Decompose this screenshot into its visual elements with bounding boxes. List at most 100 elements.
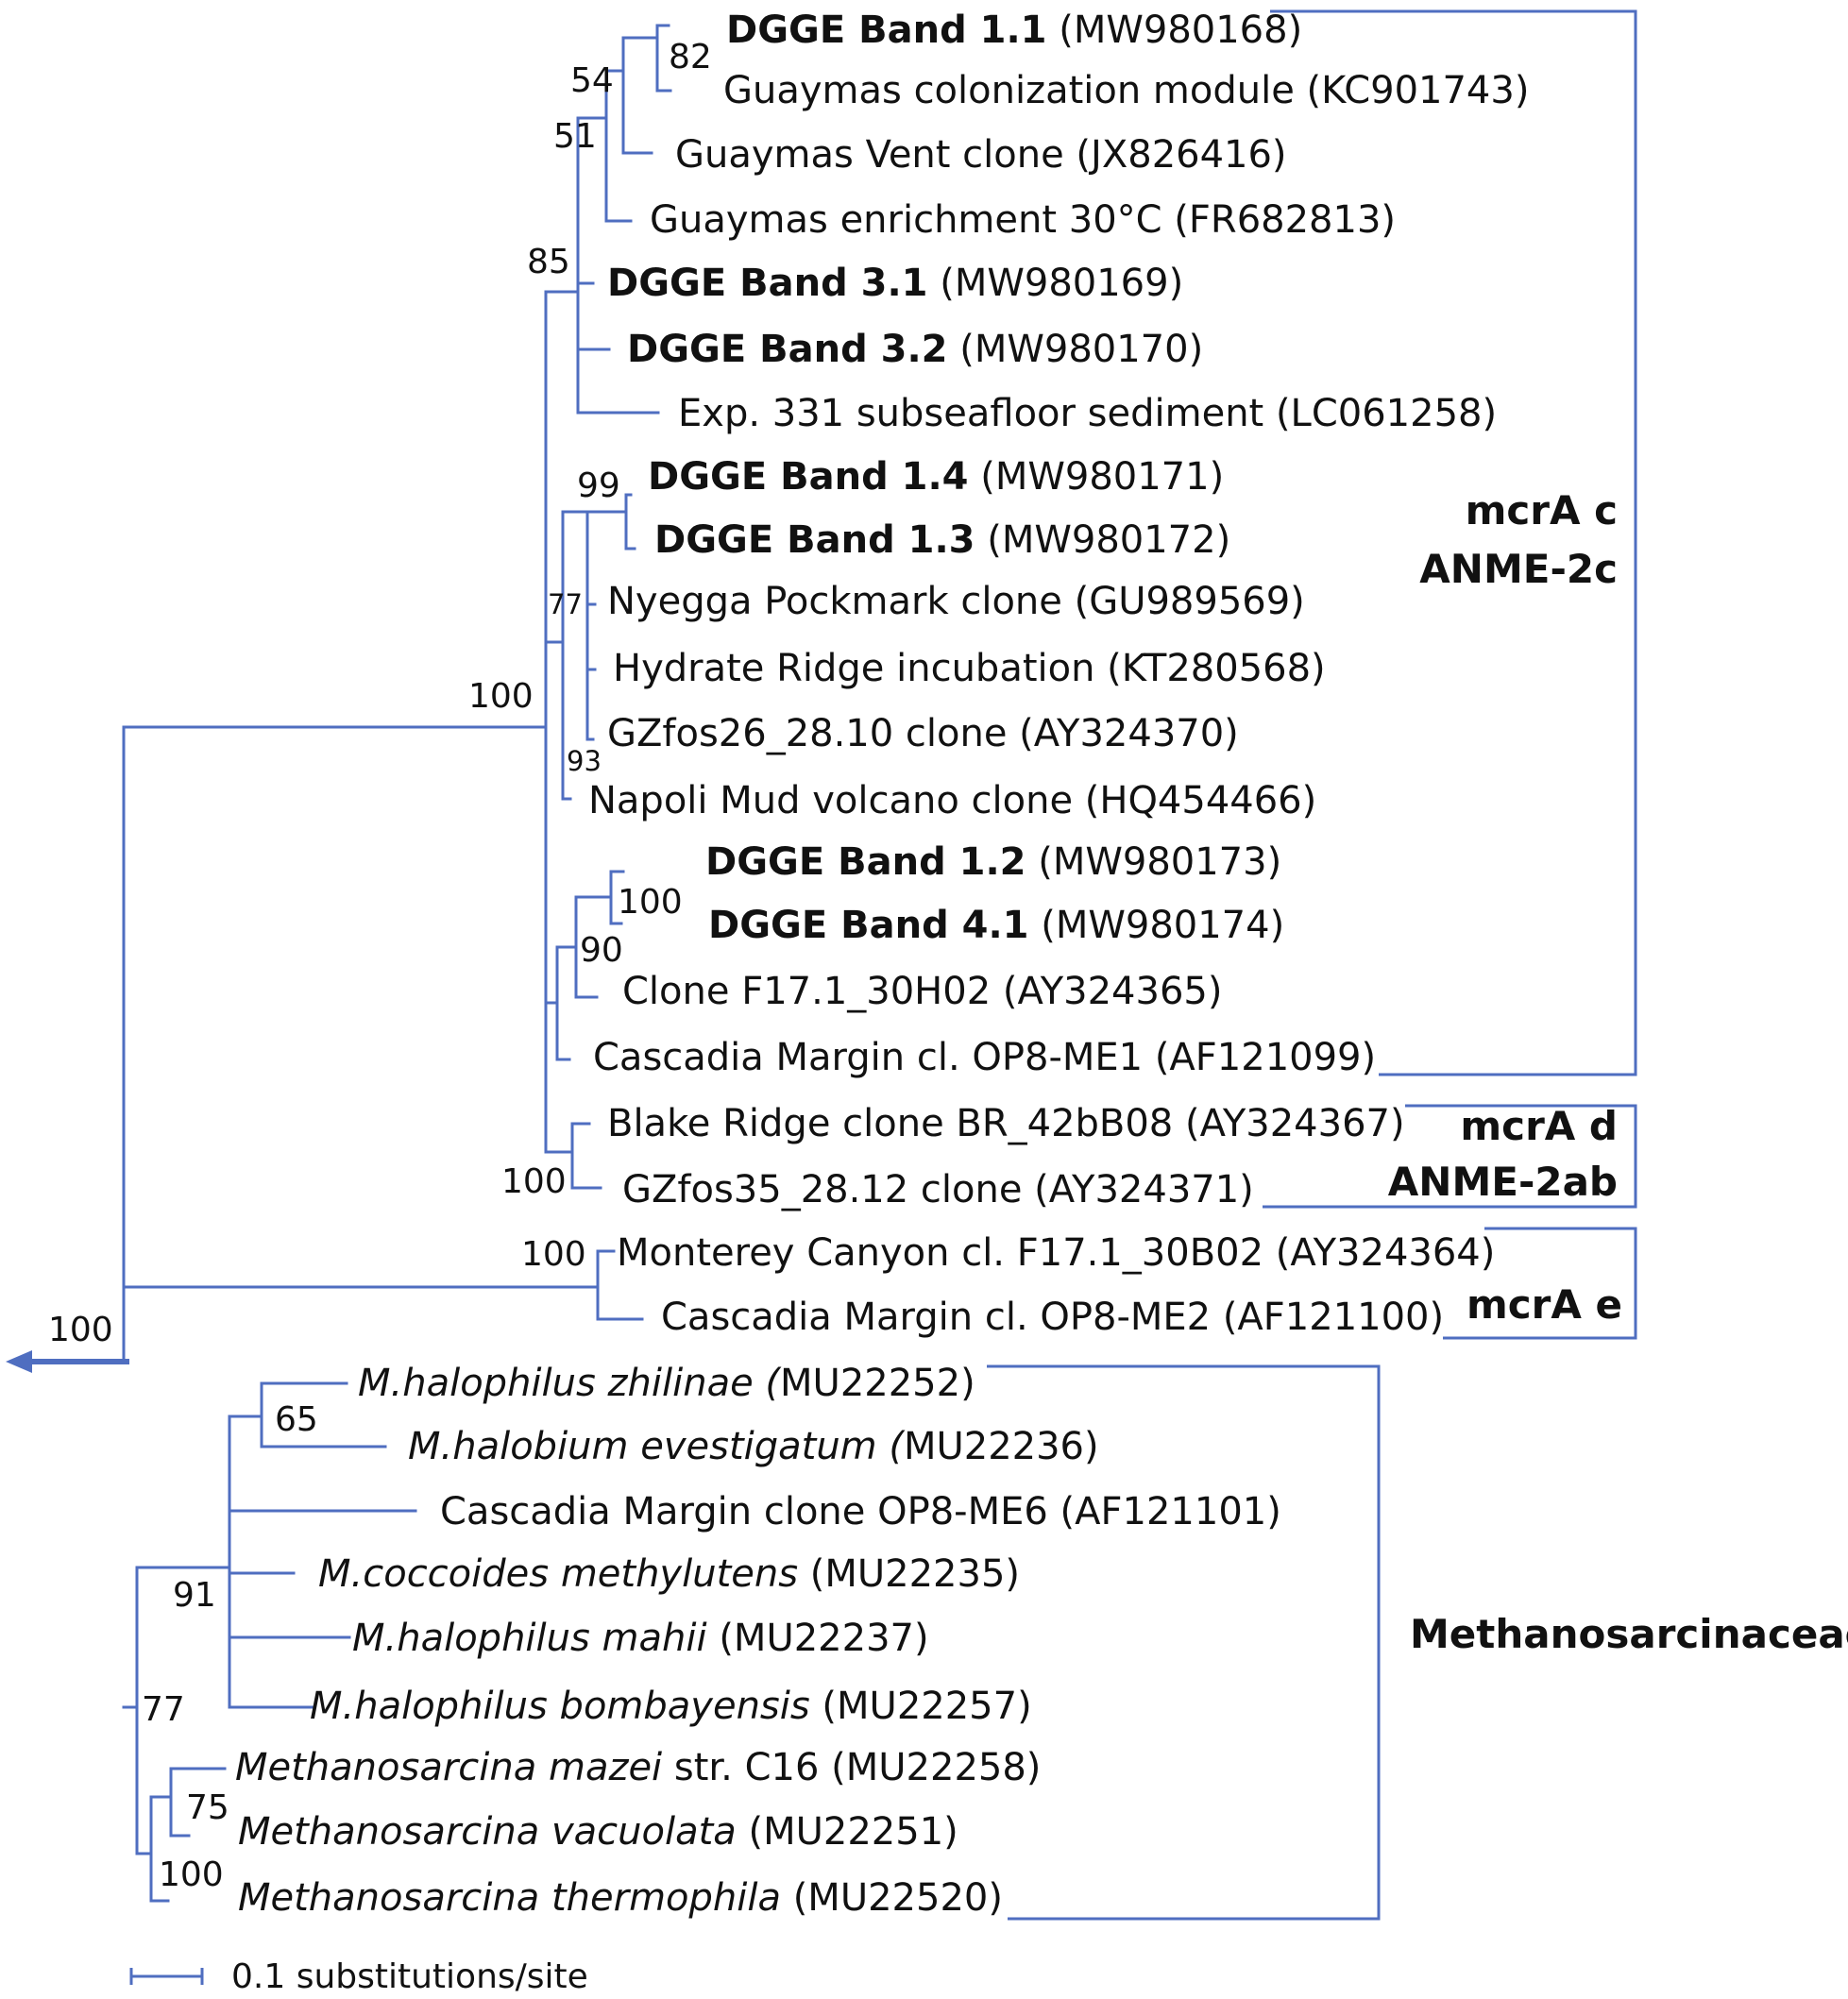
taxon-label: DGGE Band 3.2 (MW980170) <box>627 328 1203 371</box>
taxon-label-segment: Cascadia Margin clone OP8-ME6 (AF121101) <box>440 1490 1281 1533</box>
taxon-label-segment: (MU22520) <box>781 1876 1003 1920</box>
taxon-label: M.halophilus bombayensis (MU22257) <box>310 1685 1032 1728</box>
taxon-label-segment: Hydrate Ridge incubation (KT280568) <box>613 647 1326 690</box>
taxon-label-segment: (MU22237) <box>707 1617 929 1660</box>
taxon-label-segment: Methanosarcina vacuolata <box>238 1810 737 1854</box>
bootstrap-value: 85 <box>527 243 570 281</box>
taxon-label-segment: (MU22235) <box>798 1552 1020 1596</box>
taxon-label-segment: M.halophilus zhilinae ( <box>358 1362 782 1405</box>
taxon-label: Guaymas colonization module (KC901743) <box>723 69 1529 112</box>
bootstrap-values: 82 54 51 85 99 77 100 93 100 90 100 100 … <box>48 38 712 1894</box>
taxon-label: Napoli Mud volcano clone (HQ454466) <box>588 779 1316 822</box>
taxon-label-segment: DGGE Band 3.2 <box>627 328 948 371</box>
taxon-label-segment: (MW980174) <box>1029 904 1285 947</box>
taxon-label: DGGE Band 1.4 (MW980171) <box>648 455 1224 499</box>
root-arrow-icon <box>6 1350 32 1373</box>
scale-bar-label: 0.1 substitutions/site <box>231 1957 588 1996</box>
taxon-label: Monterey Canyon cl. F17.1_30B02 (AY32436… <box>617 1231 1495 1275</box>
taxon-label-segment: Methanosarcina mazei <box>235 1746 662 1789</box>
taxon-label: Guaymas Vent clone (JX826416) <box>675 133 1287 177</box>
taxon-label-segment: (MW980169) <box>928 262 1184 305</box>
taxon-label: Methanosarcina thermophila (MU22520) <box>238 1876 1003 1920</box>
taxon-label-segment: Monterey Canyon cl. F17.1_30B02 (AY32436… <box>617 1231 1495 1275</box>
taxon-label-segment: Exp. 331 subseafloor sediment (LC061258) <box>678 392 1497 435</box>
taxon-label: DGGE Band 1.2 (MW980173) <box>705 840 1281 884</box>
taxon-label-segment: M.halophilus mahii <box>352 1617 707 1660</box>
bootstrap-value: 99 <box>577 466 620 505</box>
taxon-label-segment: str. C16 (MU22258) <box>662 1746 1041 1789</box>
bracket-mcra-d <box>1263 1104 1637 1209</box>
taxon-label: M.halobium evestigatum (MU22236) <box>408 1425 1099 1468</box>
taxon-label-segment: DGGE Band 1.4 <box>648 455 969 499</box>
bootstrap-value: 90 <box>580 931 623 970</box>
taxon-label-segment: (MU22257) <box>810 1685 1032 1728</box>
bootstrap-value: 65 <box>275 1400 318 1439</box>
taxon-label-segment: (MU22251) <box>737 1810 958 1854</box>
taxon-label-segment: (MW980171) <box>969 455 1225 499</box>
taxon-label-segment: Blake Ridge clone BR_42bB08 (AY324367) <box>607 1102 1405 1145</box>
taxon-label: Methanosarcina vacuolata (MU22251) <box>238 1810 958 1854</box>
taxon-label: M.halophilus zhilinae (MU22252) <box>358 1362 975 1405</box>
group-label-anme-2c: ANME-2c <box>1419 546 1618 592</box>
bootstrap-value: 100 <box>159 1855 224 1894</box>
taxon-label: Cascadia Margin cl. OP8-ME1 (AF121099) <box>593 1036 1376 1079</box>
taxon-label-segment: Guaymas colonization module (KC901743) <box>723 69 1529 112</box>
bootstrap-value: 75 <box>186 1788 229 1827</box>
taxon-label-segment: M.halophilus bombayensis <box>310 1685 810 1728</box>
taxon-label-segment: M.halobium evestigatum ( <box>408 1425 906 1468</box>
bootstrap-value: 100 <box>521 1235 586 1274</box>
taxon-label: Guaymas enrichment 30°C (FR682813) <box>650 198 1396 242</box>
tree-branches <box>6 24 672 1903</box>
bracket-mcra-c <box>1270 9 1637 1076</box>
bootstrap-value: 77 <box>548 588 583 620</box>
taxon-label: Cascadia Margin clone OP8-ME6 (AF121101) <box>440 1490 1281 1533</box>
taxon-label: Hydrate Ridge incubation (KT280568) <box>613 647 1326 690</box>
taxon-label: GZfos26_28.10 clone (AY324370) <box>607 712 1239 755</box>
bracket-methanosarcinaceae <box>987 1364 1381 1921</box>
taxon-label-segment: Methanosarcina thermophila <box>238 1876 781 1920</box>
taxon-label-segment: DGGE Band 1.3 <box>654 518 975 562</box>
taxon-label-segment: DGGE Band 3.1 <box>607 262 928 305</box>
bracket-mcra-e <box>1443 1227 1637 1340</box>
taxon-label: GZfos35_28.12 clone (AY324371) <box>622 1168 1254 1211</box>
taxon-label: Methanosarcina mazei str. C16 (MU22258) <box>235 1746 1041 1789</box>
group-label-anme-2ab: ANME-2ab <box>1388 1159 1618 1205</box>
group-label-mcra-c: mcrA c <box>1466 487 1618 534</box>
taxon-label-segment: Guaymas enrichment 30°C (FR682813) <box>650 198 1396 242</box>
taxon-label-segment: (MW980173) <box>1026 840 1282 884</box>
group-label-mcra-d: mcrA d <box>1460 1103 1618 1149</box>
taxon-label: M.coccoides methylutens (MU22235) <box>318 1552 1020 1596</box>
group-label-methanosarcinaceae: Methanosarcinaceae <box>1410 1611 1848 1657</box>
bootstrap-value: 82 <box>669 38 712 76</box>
taxon-label: Cascadia Margin cl. OP8-ME2 (AF121100) <box>661 1296 1444 1339</box>
bootstrap-value: 93 <box>567 745 602 777</box>
taxon-label-segment: (MW980168) <box>1047 8 1303 52</box>
taxon-label-segment: Guaymas Vent clone (JX826416) <box>675 133 1287 177</box>
taxon-label-segment: MU22236) <box>904 1425 1099 1468</box>
group-labels: mcrA c ANME-2c mcrA d ANME-2ab mcrA e Me… <box>1388 487 1848 1657</box>
taxon-label-segment: Cascadia Margin cl. OP8-ME1 (AF121099) <box>593 1036 1376 1079</box>
taxon-label: Nyegga Pockmark clone (GU989569) <box>607 580 1305 623</box>
taxon-label: Blake Ridge clone BR_42bB08 (AY324367) <box>607 1102 1405 1145</box>
taxon-labels: DGGE Band 1.1 (MW980168) Guaymas coloniz… <box>235 8 1529 1920</box>
taxon-label-segment: (MW980170) <box>948 328 1204 371</box>
taxon-label: M.halophilus mahii (MU22237) <box>352 1617 929 1660</box>
bootstrap-value: 100 <box>501 1162 567 1201</box>
bootstrap-value: 54 <box>570 61 614 100</box>
taxon-label: Clone F17.1_30H02 (AY324365) <box>622 970 1222 1013</box>
taxon-label: DGGE Band 4.1 (MW980174) <box>708 904 1284 947</box>
taxon-label-segment: GZfos26_28.10 clone (AY324370) <box>607 712 1239 755</box>
taxon-label-segment: (MW980172) <box>975 518 1231 562</box>
bootstrap-value: 100 <box>618 883 683 922</box>
group-brackets <box>987 9 1637 1921</box>
bootstrap-value: 100 <box>48 1311 113 1349</box>
taxon-label-segment: MU22252) <box>780 1362 975 1405</box>
taxon-label-segment: DGGE Band 1.2 <box>705 840 1026 884</box>
taxon-label-segment: GZfos35_28.12 clone (AY324371) <box>622 1168 1254 1211</box>
taxon-label-segment: M.coccoides methylutens <box>318 1552 798 1596</box>
taxon-label: Exp. 331 subseafloor sediment (LC061258) <box>678 392 1497 435</box>
bootstrap-value: 100 <box>468 677 534 716</box>
taxon-label-segment: DGGE Band 1.1 <box>726 8 1047 52</box>
taxon-label-segment: Nyegga Pockmark clone (GU989569) <box>607 580 1305 623</box>
